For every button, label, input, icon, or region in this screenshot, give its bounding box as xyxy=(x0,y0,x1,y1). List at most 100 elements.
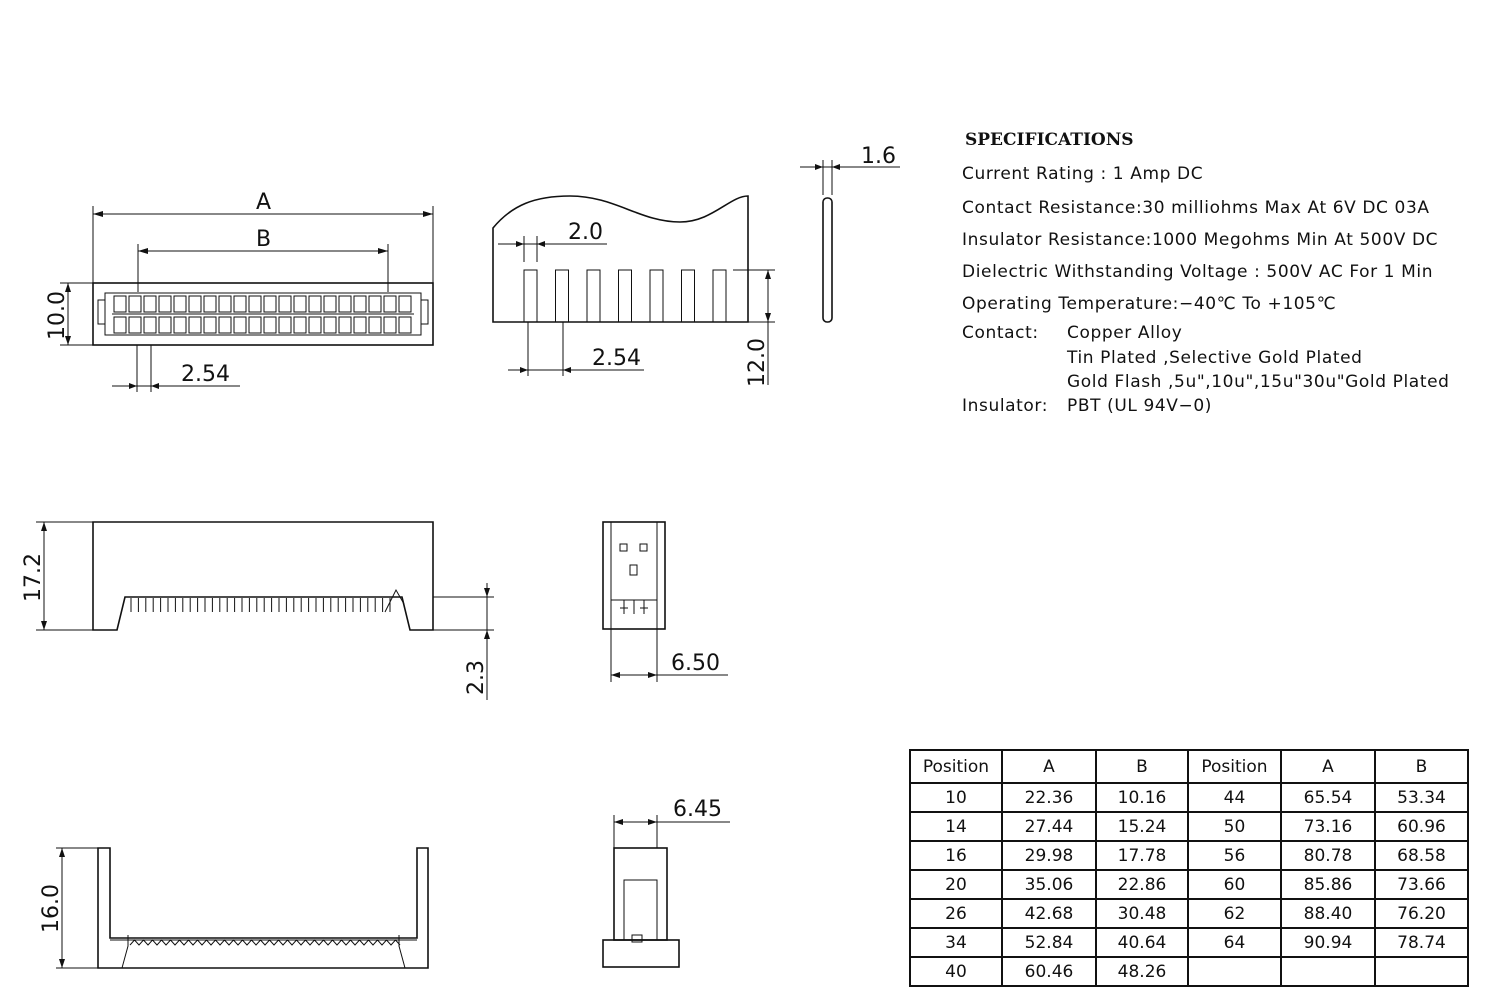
column-header: Position xyxy=(909,749,1003,784)
top-view: A B 10.0 2.54 xyxy=(45,190,434,392)
table-cell: 56 xyxy=(1187,840,1282,871)
table-cell: 65.54 xyxy=(1280,782,1376,813)
table-cell: 30.48 xyxy=(1095,898,1189,929)
dim-front-pin-offset: 2.3 xyxy=(464,660,489,695)
table-cell: 90.94 xyxy=(1280,927,1376,958)
pin-pad xyxy=(203,316,217,334)
table-cell: 20 xyxy=(909,869,1003,900)
table-cell: 17.78 xyxy=(1095,840,1189,871)
table-cell: 88.40 xyxy=(1280,898,1376,929)
pin-pad xyxy=(338,316,352,334)
spec-insulator-label: Insulator: xyxy=(962,396,1049,416)
table-cell: 53.34 xyxy=(1374,782,1469,813)
table-cell: 73.66 xyxy=(1374,869,1469,900)
table-cell: 52.84 xyxy=(1001,927,1097,958)
pin-pad xyxy=(308,316,322,334)
table-cell: 26 xyxy=(909,898,1003,929)
bottom-view: 16.0 xyxy=(39,847,429,969)
pin-pad xyxy=(128,295,142,313)
pin-pad xyxy=(353,316,367,334)
table-cell: 42.68 xyxy=(1001,898,1097,929)
slot xyxy=(618,269,632,323)
table-cell: 10.16 xyxy=(1095,782,1189,813)
top-pin-grid xyxy=(113,295,412,334)
pin-pad xyxy=(398,295,412,313)
pin-pad xyxy=(233,316,247,334)
spec-contact-plating: Tin Plated ,Selective Gold Plated xyxy=(1067,348,1363,368)
pin-pad xyxy=(263,316,277,334)
table-cell: 22.86 xyxy=(1095,869,1189,900)
side-view: 2.0 2.54 12.0 xyxy=(492,195,775,387)
table-cell: 44 xyxy=(1187,782,1282,813)
table-cell: 35.06 xyxy=(1001,869,1097,900)
pin-pad xyxy=(263,295,277,313)
dim-bottom-end-width: 6.45 xyxy=(673,797,722,822)
dim-side-height: 12.0 xyxy=(745,338,770,387)
table-cell: 40 xyxy=(909,956,1003,987)
column-header: B xyxy=(1095,749,1189,784)
pin-pad xyxy=(218,316,232,334)
table-cell: 78.74 xyxy=(1374,927,1469,958)
table-cell: 62 xyxy=(1187,898,1282,929)
table-cell: 48.26 xyxy=(1095,956,1189,987)
bottom-contact-row xyxy=(129,939,401,946)
table-cell xyxy=(1187,956,1282,987)
column-header: A xyxy=(1280,749,1376,784)
pin-pad xyxy=(188,295,202,313)
table-cell: 14 xyxy=(909,811,1003,842)
pin-pad xyxy=(143,295,157,313)
table-cell: 29.98 xyxy=(1001,840,1097,871)
pin-pad xyxy=(248,316,262,334)
spec-contact-flash: Gold Flash ,5u",10u",15u"30u"Gold Plated xyxy=(1067,372,1450,392)
pin-pad xyxy=(293,316,307,334)
spec-contact-label: Contact: xyxy=(962,323,1039,343)
pin-pad xyxy=(143,316,157,334)
table-cell xyxy=(1374,956,1469,987)
front-contact-row xyxy=(130,598,391,612)
dim-a-label: A xyxy=(256,190,271,215)
pin-pad xyxy=(158,295,172,313)
dim-front-height: 17.2 xyxy=(21,553,46,602)
spec-operating-temperature: Operating Temperature:−40℃ To +105℃ xyxy=(962,294,1337,314)
spec-insulator-material: PBT (UL 94V−0) xyxy=(1067,396,1213,416)
pin-pad xyxy=(248,295,262,313)
dim-bottom-height: 16.0 xyxy=(39,884,64,933)
table-cell: 80.78 xyxy=(1280,840,1376,871)
dim-b-label: B xyxy=(256,227,271,252)
spec-dielectric: Dielectric Withstanding Voltage : 500V A… xyxy=(962,262,1434,282)
dim-thickness: 1.6 xyxy=(861,144,896,169)
table-cell: 64 xyxy=(1187,927,1282,958)
table-cell: 60.46 xyxy=(1001,956,1097,987)
slot xyxy=(649,269,664,323)
dim-top-pitch: 2.54 xyxy=(181,362,230,387)
table-cell xyxy=(1280,956,1376,987)
spec-current-rating: Current Rating : 1 Amp DC xyxy=(962,164,1204,184)
pin-pad xyxy=(383,316,397,334)
pin-pad xyxy=(293,295,307,313)
table-header-row: Position A B Position A B xyxy=(909,749,1469,784)
table-cell: 50 xyxy=(1187,811,1282,842)
pin-pad xyxy=(188,316,202,334)
pin-pad xyxy=(218,295,232,313)
dim-end-width: 6.50 xyxy=(671,651,720,676)
pin-pad xyxy=(368,295,382,313)
front-view: 17.2 2.3 xyxy=(21,521,494,700)
column-header: A xyxy=(1001,749,1097,784)
slot xyxy=(523,269,538,323)
thickness-view: 1.6 xyxy=(800,144,900,323)
specifications-title: SPECIFICATIONS xyxy=(965,130,1134,150)
table-cell: 76.20 xyxy=(1374,898,1469,929)
pin-pad xyxy=(278,295,292,313)
column-header: B xyxy=(1374,749,1469,784)
pin-pad xyxy=(353,295,367,313)
pin-pad xyxy=(338,295,352,313)
dim-side-pitch-small: 2.0 xyxy=(568,220,603,245)
slot xyxy=(555,269,569,323)
